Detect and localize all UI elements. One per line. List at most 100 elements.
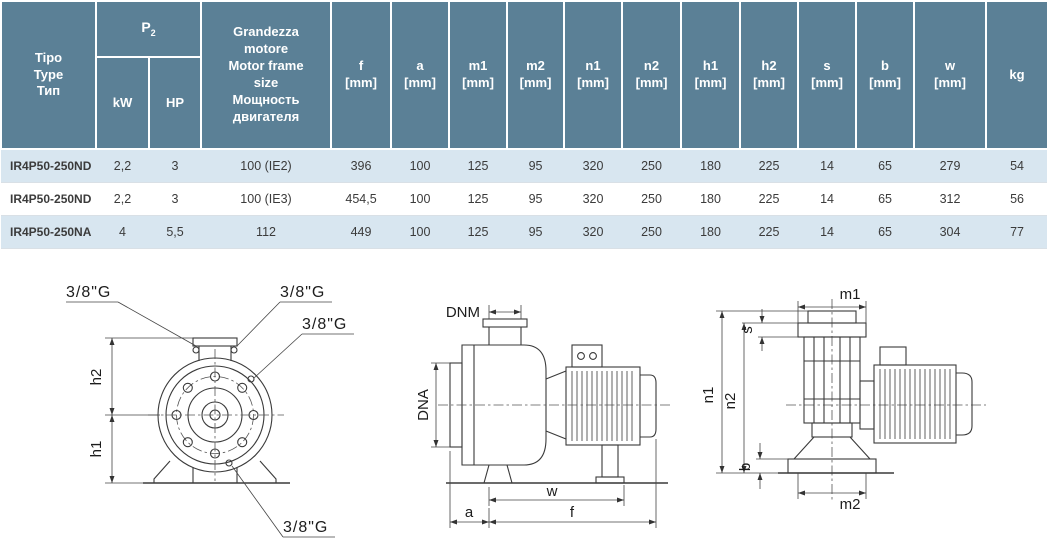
rear-view-outline xyxy=(778,299,986,501)
cell-kg: 54 xyxy=(986,149,1047,183)
rear-view-labels: m1 s n1 n2 b m2 xyxy=(700,286,860,513)
cell-kw: 2,2 xyxy=(96,149,149,183)
technical-drawings: 3/8"G 3/8"G 3/8"G 3/8"G h2 h1 xyxy=(0,249,1047,556)
col-header-h1: h1[mm] xyxy=(680,0,742,150)
col-header-m1: m1[mm] xyxy=(448,0,509,150)
cell-n2: 250 xyxy=(622,182,682,216)
cell-w: 312 xyxy=(914,182,987,216)
dimensions-table: Tipo Type Тип P2 Grandezza motore Motor … xyxy=(0,0,1047,249)
cell-type: IR4P50-250ND xyxy=(1,149,96,183)
dim-label-dna: DNA xyxy=(415,389,432,421)
col-header-f: f[mm] xyxy=(330,0,393,150)
front-view-labels: 3/8"G 3/8"G 3/8"G 3/8"G h2 h1 xyxy=(66,284,347,536)
cell-s: 14 xyxy=(798,215,857,249)
col-header-h2: h2[mm] xyxy=(739,0,800,150)
port-label-2: 3/8"G xyxy=(280,284,325,301)
pump-rear-view: m1 s n1 n2 b m2 xyxy=(700,286,986,513)
cell-h1: 180 xyxy=(681,182,741,216)
drawings-canvas: 3/8"G 3/8"G 3/8"G 3/8"G h2 h1 xyxy=(66,284,986,538)
cell-b: 65 xyxy=(856,182,915,216)
cell-frame: 100 (IE3) xyxy=(201,182,332,216)
dim-label-m2: m2 xyxy=(840,496,861,513)
frame-header-it: Grandezza motore xyxy=(233,24,299,57)
cell-a: 100 xyxy=(391,215,450,249)
col-header-w: w[mm] xyxy=(913,0,988,150)
cell-hp: 3 xyxy=(149,182,202,216)
cell-h1: 180 xyxy=(681,149,741,183)
col-header-kg: kg xyxy=(985,0,1047,150)
col-header-type: Tipo Type Тип xyxy=(0,0,97,150)
type-header-ru: Тип xyxy=(36,83,61,99)
cell-kw: 2,2 xyxy=(96,182,149,216)
cell-h2: 225 xyxy=(740,215,799,249)
port-label-4: 3/8"G xyxy=(283,519,328,536)
cell-n2: 250 xyxy=(622,149,682,183)
cell-frame: 112 xyxy=(201,215,332,249)
cell-b: 65 xyxy=(856,215,915,249)
dim-label-n1: n1 xyxy=(700,387,717,404)
dim-label-a: a xyxy=(465,504,474,521)
frame-header-ru: Мощность двигателя xyxy=(232,91,300,124)
port-label-3: 3/8"G xyxy=(302,316,347,333)
dim-label-f: f xyxy=(570,504,575,521)
cell-f: 396 xyxy=(331,149,392,183)
dim-label-s: s xyxy=(739,326,756,334)
pump-side-view: DNM DNA w a f xyxy=(415,304,672,528)
cell-m2: 95 xyxy=(507,182,565,216)
cell-w: 279 xyxy=(914,149,987,183)
cell-a: 100 xyxy=(391,182,450,216)
cell-n1: 320 xyxy=(564,215,623,249)
cell-kw: 4 xyxy=(96,215,149,249)
dim-label-h2: h2 xyxy=(88,369,105,386)
cell-s: 14 xyxy=(798,182,857,216)
cell-m2: 95 xyxy=(507,149,565,183)
dim-label-dnm: DNM xyxy=(446,304,480,321)
cell-m1: 125 xyxy=(449,182,508,216)
table-row: IR4P50-250ND 2,2 3 100 (IE2) 396 100 125… xyxy=(1,149,1047,183)
cell-f: 454,5 xyxy=(331,182,392,216)
table-row: IR4P50-250NA 4 5,5 112 449 100 125 95 32… xyxy=(1,215,1047,249)
cell-a: 100 xyxy=(391,149,450,183)
col-header-hp: HP xyxy=(147,56,203,150)
cell-type: IR4P50-250NA xyxy=(1,215,96,249)
dim-label-b: b xyxy=(737,463,754,471)
cell-s: 14 xyxy=(798,149,857,183)
cell-kg: 77 xyxy=(986,215,1047,249)
col-header-b: b[mm] xyxy=(855,0,916,150)
dim-label-n2: n2 xyxy=(722,393,739,410)
front-view-dimension-lines xyxy=(66,301,354,538)
cell-hp: 3 xyxy=(149,149,202,183)
dim-label-h1: h1 xyxy=(88,441,105,458)
cell-type: IR4P50-250ND xyxy=(1,182,96,216)
col-header-m2: m2[mm] xyxy=(506,0,566,150)
col-header-frame: Grandezza motore Motor frame size Мощнос… xyxy=(200,0,333,150)
cell-w: 304 xyxy=(914,215,987,249)
cell-n1: 320 xyxy=(564,182,623,216)
cell-b: 65 xyxy=(856,149,915,183)
cell-h2: 225 xyxy=(740,182,799,216)
cell-h2: 225 xyxy=(740,149,799,183)
cell-h1: 180 xyxy=(681,215,741,249)
cell-m1: 125 xyxy=(449,215,508,249)
col-header-s: s[mm] xyxy=(797,0,858,150)
cell-m2: 95 xyxy=(507,215,565,249)
side-view-labels: DNM DNA w a f xyxy=(415,304,575,521)
col-header-p2: P2 xyxy=(94,0,203,58)
dim-label-m1: m1 xyxy=(840,286,861,303)
col-header-kw: kW xyxy=(95,56,150,150)
cell-frame: 100 (IE2) xyxy=(201,149,332,183)
col-header-n2: n2[mm] xyxy=(621,0,683,150)
cell-f: 449 xyxy=(331,215,392,249)
front-view-outline xyxy=(143,337,290,484)
pump-front-view: 3/8"G 3/8"G 3/8"G 3/8"G h2 h1 xyxy=(66,284,354,538)
cell-n1: 320 xyxy=(564,149,623,183)
table-row: IR4P50-250ND 2,2 3 100 (IE3) 454,5 100 1… xyxy=(1,182,1047,216)
type-header-en: Type xyxy=(33,66,64,82)
rear-view-dimension-lines xyxy=(716,301,867,499)
port-label-1: 3/8"G xyxy=(66,284,111,301)
cell-n2: 250 xyxy=(622,215,682,249)
cell-hp: 5,5 xyxy=(149,215,202,249)
frame-header-en: Motor frame size xyxy=(228,58,304,90)
side-view-outline xyxy=(438,318,672,484)
cell-m1: 125 xyxy=(449,149,508,183)
